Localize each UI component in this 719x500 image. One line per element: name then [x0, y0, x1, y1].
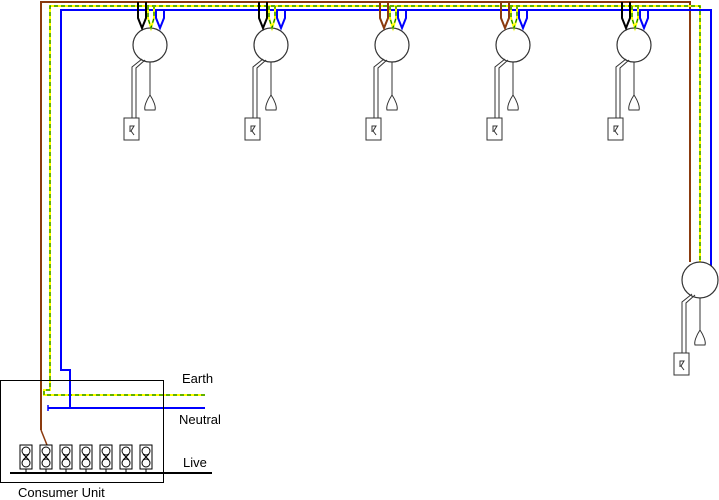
switch-drop-wire — [494, 58, 506, 129]
rose-earth-loop-stripe — [510, 6, 518, 31]
switch-drop-wire — [131, 58, 143, 129]
breaker-link — [62, 453, 70, 461]
breaker-terminal — [101, 458, 111, 468]
breaker-terminal — [41, 446, 51, 456]
lamp-pendant — [144, 94, 156, 111]
light-switch — [607, 117, 624, 141]
breaker-link — [82, 453, 90, 461]
rose-earth-loop-stripe — [631, 6, 639, 31]
breaker-terminal — [41, 458, 51, 468]
switch-drop-wire — [685, 294, 696, 364]
breaker-terminal — [141, 446, 151, 456]
switch-toggle — [371, 125, 377, 136]
switch-toggle — [129, 125, 135, 136]
light-switch — [244, 117, 261, 141]
light-switch — [486, 117, 503, 141]
rose-neutral-loop — [397, 10, 407, 31]
light-switch — [123, 117, 140, 141]
breaker-link — [22, 453, 30, 461]
lamp-pendant — [265, 94, 277, 111]
breaker-link — [122, 453, 130, 461]
breaker-terminal — [141, 458, 151, 468]
breaker-terminal — [61, 446, 71, 456]
lamp-pendant — [694, 329, 706, 346]
switch-drop-wire — [681, 293, 693, 364]
switch-drop-wire — [377, 59, 388, 129]
neutral-wire-main — [60, 9, 712, 408]
switch-drop-wire — [373, 58, 385, 129]
breaker-link — [42, 453, 50, 461]
rose-live-loop — [137, 2, 147, 31]
switch-drop-wire — [619, 59, 630, 129]
rose-earth-loop-stripe — [389, 6, 397, 31]
earth-label: Earth — [182, 371, 214, 386]
switch-toggle — [492, 125, 498, 136]
rose-live-loop — [258, 2, 268, 31]
breaker-link — [142, 453, 150, 461]
switch-drop-wire — [256, 59, 267, 129]
breaker-terminal — [81, 446, 91, 456]
ceiling-rose — [681, 261, 719, 299]
ceiling-rose — [374, 27, 410, 63]
switch-toggle — [250, 125, 256, 136]
rose-earth-loop-stripe — [147, 6, 155, 31]
earth-wire-main-stripe — [43, 5, 701, 396]
rose-live-loop — [621, 2, 631, 31]
switch-drop-wire — [252, 58, 264, 129]
rose-neutral-loop — [155, 10, 165, 31]
live-wire-main — [40, 1, 691, 430]
breaker-link — [102, 453, 110, 461]
breaker-terminal — [121, 446, 131, 456]
light-switch — [673, 352, 690, 376]
breaker-terminal — [81, 458, 91, 468]
rose-live-loop — [379, 2, 389, 31]
light-switch — [365, 117, 382, 141]
breaker-terminal — [21, 446, 31, 456]
rose-earth-loop-stripe — [268, 6, 276, 31]
neutral-label: Neutral — [179, 412, 221, 427]
lamp-pendant — [507, 94, 519, 111]
lamp-pendant — [628, 94, 640, 111]
switch-drop-wire — [135, 59, 146, 129]
consumer-unit-box — [0, 380, 164, 483]
consumer-unit-label: Consumer Unit — [18, 485, 105, 500]
rose-neutral-loop — [518, 10, 528, 31]
breaker-terminal — [121, 458, 131, 468]
ceiling-rose — [616, 27, 652, 63]
switch-toggle — [679, 360, 685, 371]
lamp-pendant — [386, 94, 398, 111]
breaker-terminal — [101, 446, 111, 456]
switch-toggle — [613, 125, 619, 136]
ceiling-rose — [495, 27, 531, 63]
switch-drop-wire — [498, 59, 509, 129]
ceiling-rose — [132, 27, 168, 63]
live-to-breaker — [40, 429, 48, 446]
switch-drop-wire — [615, 58, 627, 129]
breaker-terminal — [61, 458, 71, 468]
live-label: Live — [183, 455, 207, 470]
rose-live-loop — [500, 2, 510, 31]
breaker-terminal — [21, 458, 31, 468]
earth-wire-main — [43, 5, 701, 396]
ceiling-rose — [253, 27, 289, 63]
rose-neutral-loop — [276, 10, 286, 31]
rose-neutral-loop — [639, 10, 649, 31]
